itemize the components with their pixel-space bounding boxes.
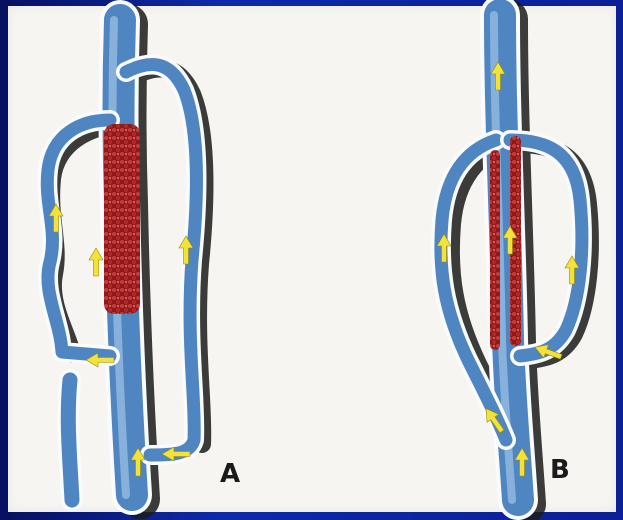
- figure-a: A: [47, 20, 240, 500]
- figure-b: B: [437, 15, 590, 504]
- label-a: A: [220, 459, 240, 489]
- flow-arrow-icon: [89, 248, 103, 276]
- thrombus-a: [104, 124, 140, 314]
- label-b: B: [550, 455, 570, 485]
